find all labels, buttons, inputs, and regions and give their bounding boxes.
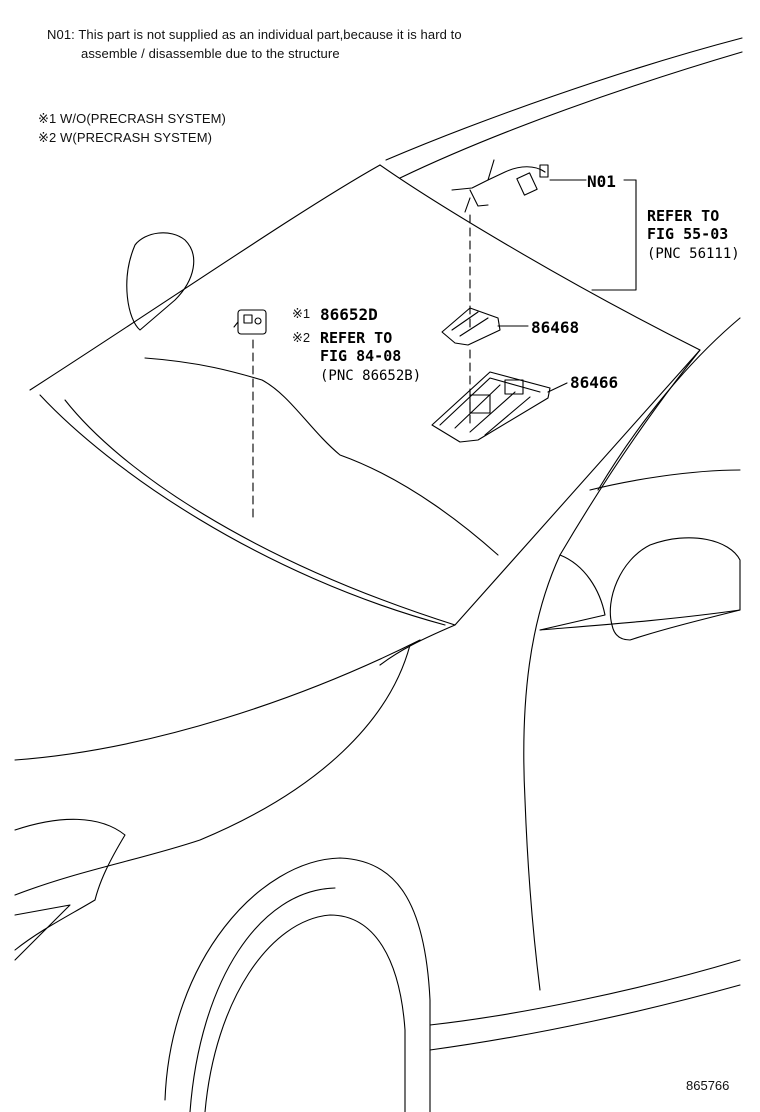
windshield-right-edge	[380, 165, 700, 350]
label-refer-b-line2: FIG 84-08	[320, 347, 401, 365]
label-refer-b-line3: (PNC 86652B)	[320, 368, 421, 384]
wheel-arch-mid	[190, 888, 335, 1112]
body-shoulder	[15, 640, 420, 760]
hood-edge	[380, 625, 455, 665]
door-window-line	[590, 470, 740, 490]
body-line-lower	[15, 645, 410, 895]
a-pillar	[524, 350, 700, 990]
figure-id: 865766	[686, 1078, 729, 1093]
mark-condition-1: ※1	[292, 306, 310, 321]
left-mirror	[127, 233, 194, 330]
sensor-86652d	[234, 310, 266, 334]
label-refer-a-line2: FIG 55-03	[647, 225, 728, 243]
front-fender-line	[15, 819, 125, 900]
leader-86466	[548, 383, 567, 392]
windshield-inner-edge	[40, 395, 445, 625]
side-sill	[430, 960, 740, 1025]
windshield-lower-edge	[65, 350, 700, 625]
wheel-arch-outer	[165, 858, 430, 1112]
note-n01-line2: assemble / disassemble due to the struct…	[81, 46, 340, 61]
bracket-refer-a	[592, 180, 636, 290]
door-line	[540, 610, 740, 630]
mark-condition-2: ※2	[292, 330, 310, 345]
note-condition-1: ※1 W/O(PRECRASH SYSTEM)	[38, 111, 226, 126]
roof-line	[386, 38, 742, 160]
bumper-line	[15, 900, 95, 950]
reflection-line	[145, 358, 498, 555]
label-refer-a-line3: (PNC 56111)	[647, 246, 740, 262]
cover-86468	[442, 308, 500, 345]
bumper-line-2	[15, 905, 70, 960]
roof-line-inner	[400, 52, 742, 178]
camera-bracket-86466	[432, 372, 550, 442]
label-refer-b-line1: REFER TO	[320, 329, 392, 347]
label-86468: 86468	[531, 318, 579, 337]
label-refer-a-line1: REFER TO	[647, 207, 719, 225]
windshield-upper-edge	[30, 165, 380, 390]
harness-n01	[452, 160, 548, 212]
a-pillar-inner	[598, 318, 740, 490]
note-condition-2: ※2 W(PRECRASH SYSTEM)	[38, 130, 213, 145]
wheel-arch-inner	[205, 915, 405, 1112]
label-n01: N01	[587, 172, 616, 191]
right-mirror-base	[540, 555, 605, 630]
label-86466: 86466	[570, 373, 618, 392]
side-sill-lower	[430, 985, 740, 1050]
right-mirror	[610, 538, 740, 640]
note-n01-line1: N01: This part is not supplied as an ind…	[47, 27, 462, 42]
label-86652d: 86652D	[320, 305, 378, 324]
